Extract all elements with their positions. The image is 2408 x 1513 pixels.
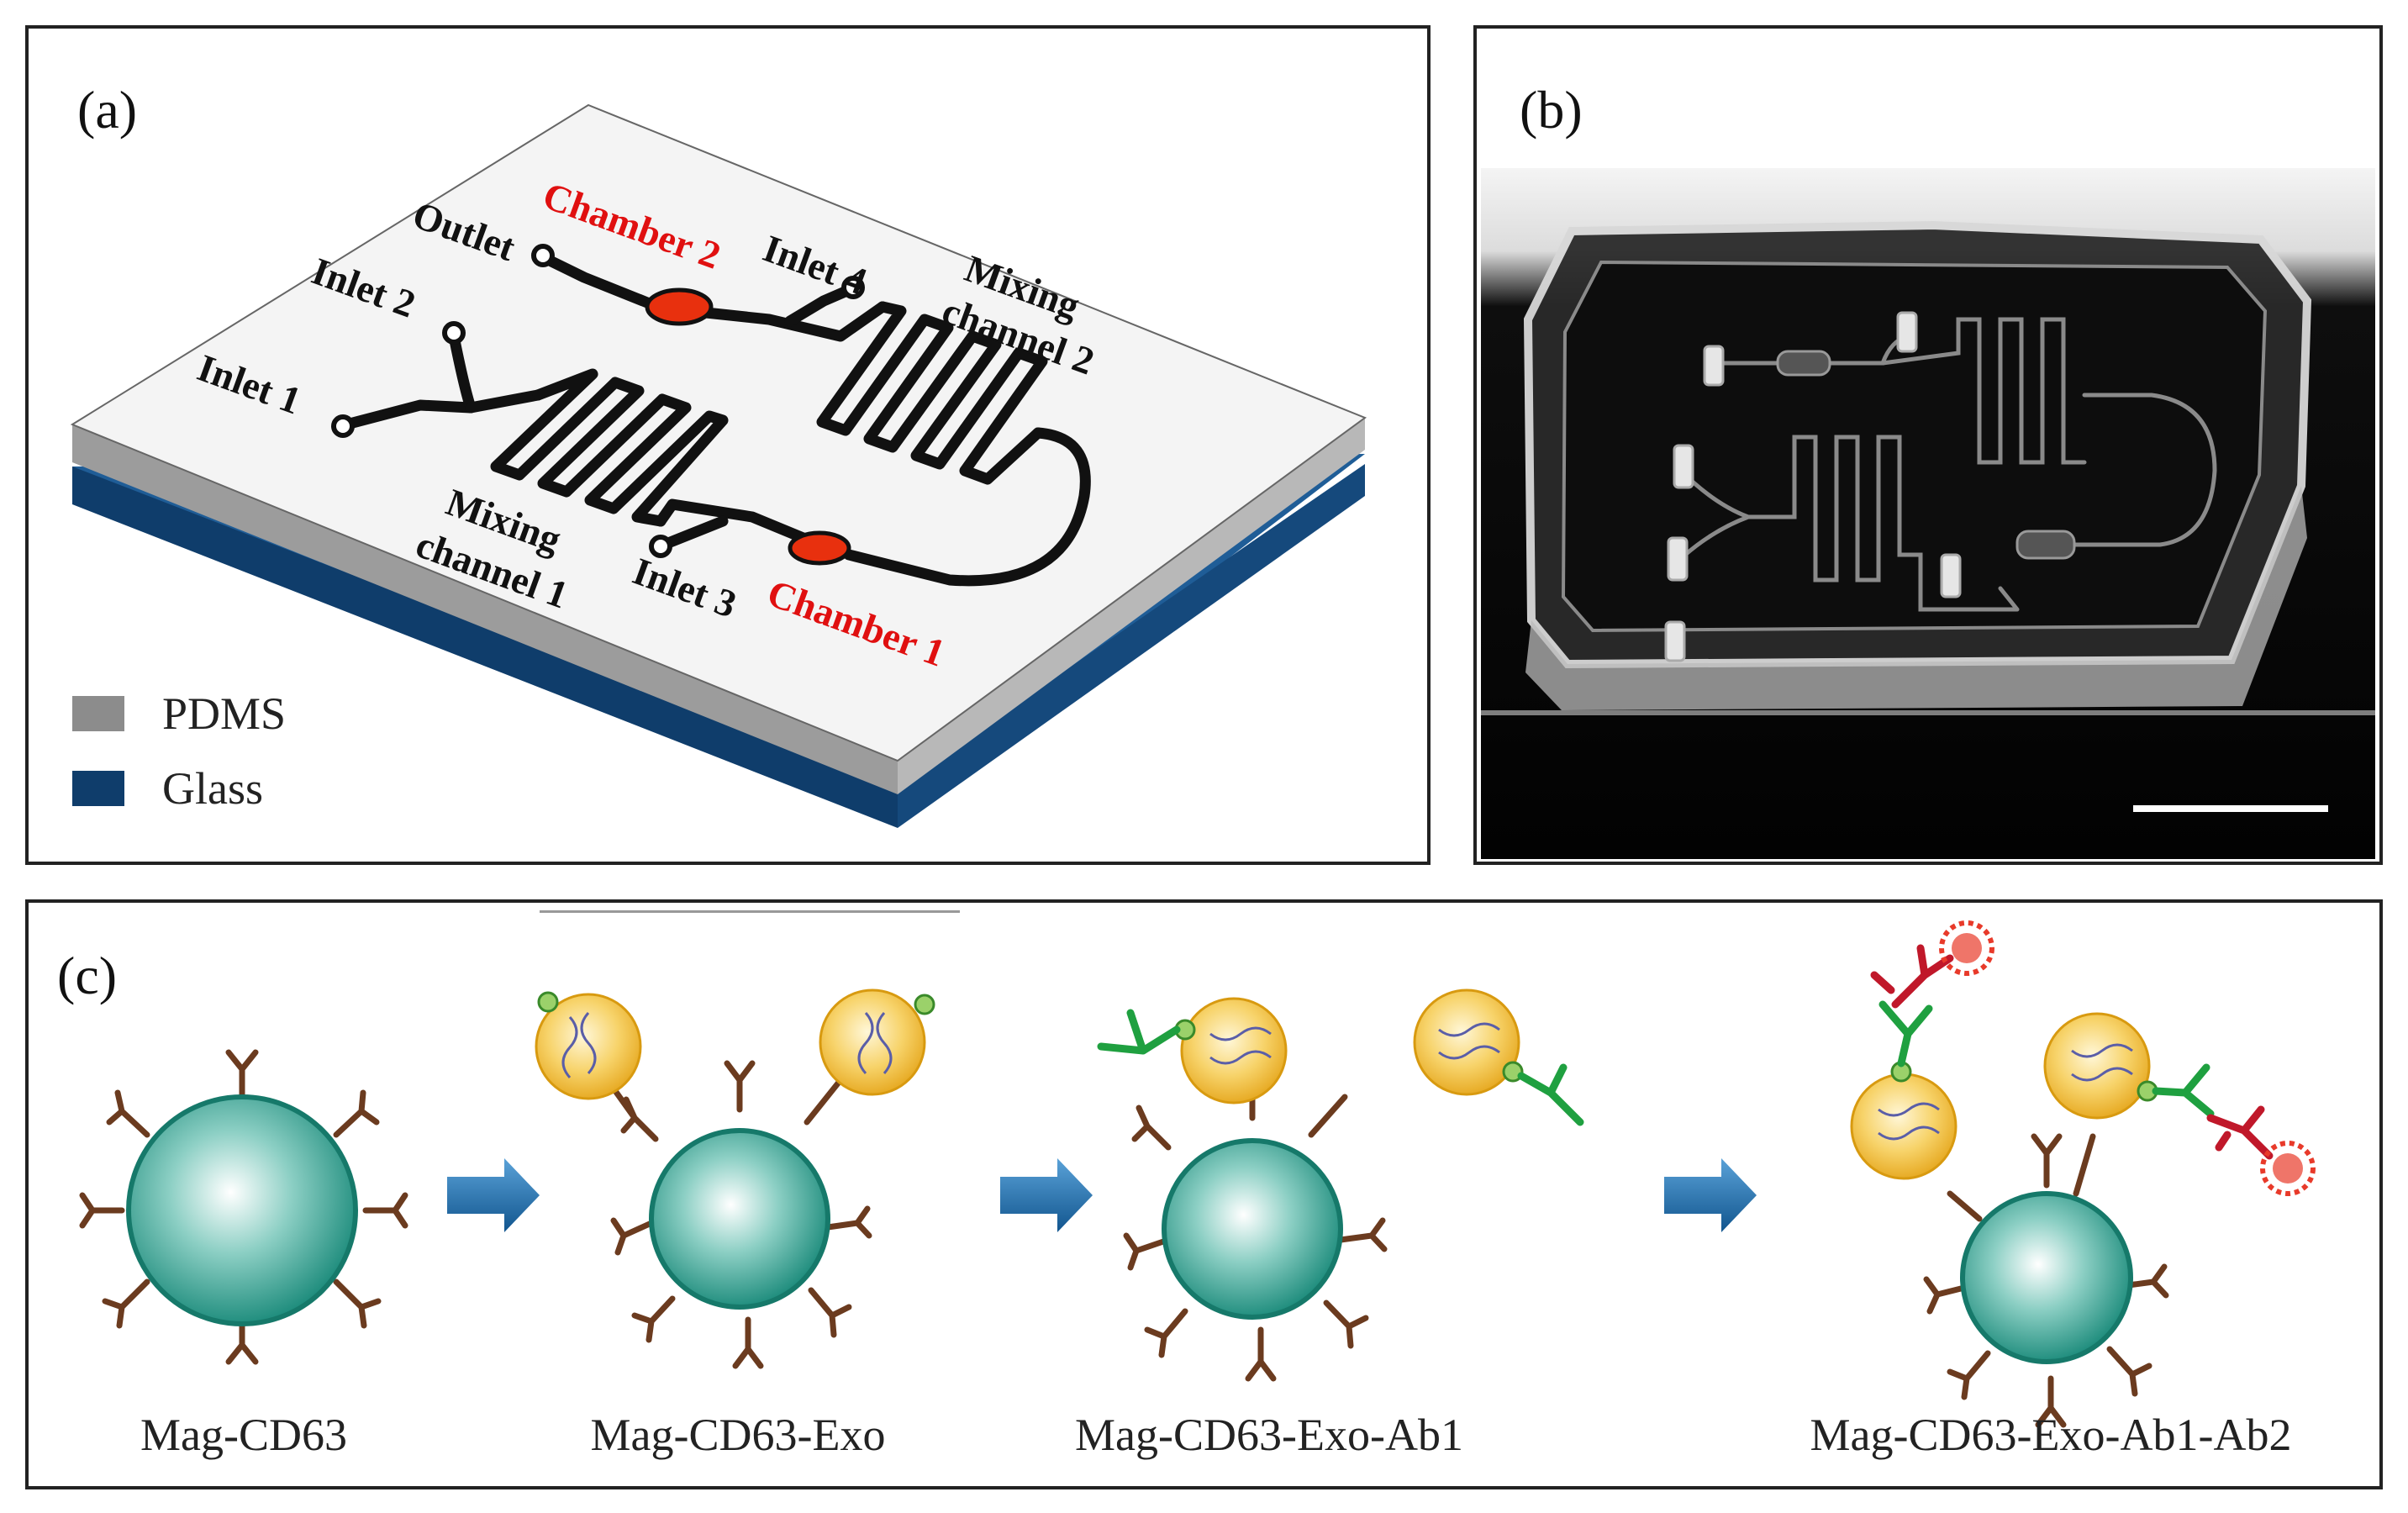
exosome-4a [1850, 1073, 1957, 1180]
panel-a: (a) [25, 25, 1431, 865]
antibody-linkers-step2 [610, 1060, 872, 1369]
step-2-illustration [535, 988, 935, 1369]
port-inlet2 [442, 321, 466, 345]
port-outlet [531, 244, 555, 267]
caption-step-2: Mag-CD63-Exo [591, 1410, 886, 1460]
dna-strand-2a [561, 1012, 597, 1078]
magnetic-bead-3 [1162, 1138, 1343, 1320]
photo-chamber-bottom [2015, 530, 2076, 560]
caption-step-1: Mag-CD63 [140, 1410, 347, 1460]
cd63-marker-2a [537, 991, 559, 1013]
arrow-1 [447, 1158, 540, 1232]
mixing-channel-2 [816, 301, 1048, 485]
ab2-antibody-4b [2206, 1105, 2274, 1160]
photo-tabletop-edge [1481, 710, 2375, 715]
channel-loop [843, 427, 1091, 587]
pdms-layer-side-right [898, 418, 1365, 794]
ab2-antibody-4a [1870, 944, 1954, 1009]
photo-channel-bottom [1678, 393, 2217, 612]
panel-c: (c) [25, 899, 2383, 1489]
legend-label-pdms: PDMS [162, 688, 286, 739]
legend: PDMS Glass [72, 688, 286, 814]
post-3 [1673, 444, 1694, 489]
channel-mixer1-to-chamber1 [655, 498, 825, 551]
pdms-layer-side [72, 424, 898, 794]
step-1-illustration [79, 1049, 408, 1365]
ports [331, 244, 865, 558]
chamber-2-shape [645, 287, 714, 326]
magnetic-bead-2 [649, 1128, 830, 1310]
mixing-channel-1 [490, 368, 729, 527]
label-enzyme-4b [2260, 1141, 2316, 1196]
photo-chamber-top [1776, 350, 1831, 377]
step-4-illustration [1850, 920, 2316, 1428]
port-inlet3 [649, 535, 672, 558]
glass-layer-side-right [898, 464, 1365, 828]
legend-swatch-glass [72, 771, 124, 806]
channel-inlet3 [658, 515, 729, 551]
post-2 [1896, 311, 1918, 353]
acrylic-chip-inner [1561, 260, 2268, 633]
legend-swatch-pdms [72, 696, 124, 731]
panel-b: (b) [1473, 25, 2383, 865]
caption-step-3: Mag-CD63-Exo-Ab1 [1075, 1410, 1463, 1460]
glass-layer-side [72, 467, 898, 828]
port-inlet1 [331, 414, 355, 438]
panel-c-label: (c) [57, 946, 117, 1005]
exosome-4b [2043, 1012, 2151, 1120]
panel-a-label: (a) [77, 80, 137, 140]
channel-inlet4 [784, 284, 855, 327]
arrow-2 [1000, 1158, 1093, 1232]
arrow-3 [1664, 1158, 1757, 1232]
exosome-2a [535, 993, 642, 1100]
legend-label-glass: Glass [162, 763, 263, 814]
magnetic-bead-1 [126, 1094, 358, 1326]
cd63-marker-3b [1502, 1061, 1524, 1083]
panel-c-top-line [540, 910, 960, 913]
magnetic-bead-4 [1960, 1191, 2133, 1364]
channel-inlet1 [340, 399, 477, 430]
chamber-1-shape [788, 530, 851, 566]
post-6 [1940, 553, 1962, 598]
exosome-3b [1413, 988, 1520, 1096]
channel-to-mixer1 [465, 389, 544, 414]
port-inlet4 [841, 276, 865, 299]
dna-strand-4b [2071, 1043, 2133, 1082]
dna-strand-4a [1878, 1102, 1940, 1141]
post-5 [1664, 620, 1686, 662]
post-4 [1667, 536, 1689, 582]
dna-strand-2b [857, 1012, 893, 1074]
photo-posts [1664, 311, 1962, 662]
acrylic-chip-edge [1525, 486, 2307, 710]
panel-b-label: (b) [1520, 80, 1583, 140]
channel-mixer2-to-chamber2 [700, 301, 888, 342]
ab1-antibody-3b [1517, 1063, 1584, 1126]
ab1-antibody-4a [1878, 1000, 1933, 1068]
ab1-antibody-4b [2152, 1063, 2215, 1118]
dna-strand-3a [1209, 1026, 1272, 1065]
caption-step-4: Mag-CD63-Exo-Ab1-Ab2 [1810, 1410, 2292, 1460]
post-1 [1703, 345, 1725, 387]
label-enzyme-4a [1939, 920, 1994, 976]
channel-network [340, 252, 1091, 587]
scale-bar [2133, 805, 2328, 812]
cd63-marker-2b [914, 994, 935, 1015]
step-3-illustration [1097, 988, 1584, 1382]
dna-strand-3b [1438, 1022, 1500, 1060]
exosome-2b [819, 988, 926, 1096]
channel-outlet [539, 252, 653, 308]
ab1-antibody-3a [1097, 1009, 1181, 1055]
exosome-3a [1180, 997, 1288, 1104]
